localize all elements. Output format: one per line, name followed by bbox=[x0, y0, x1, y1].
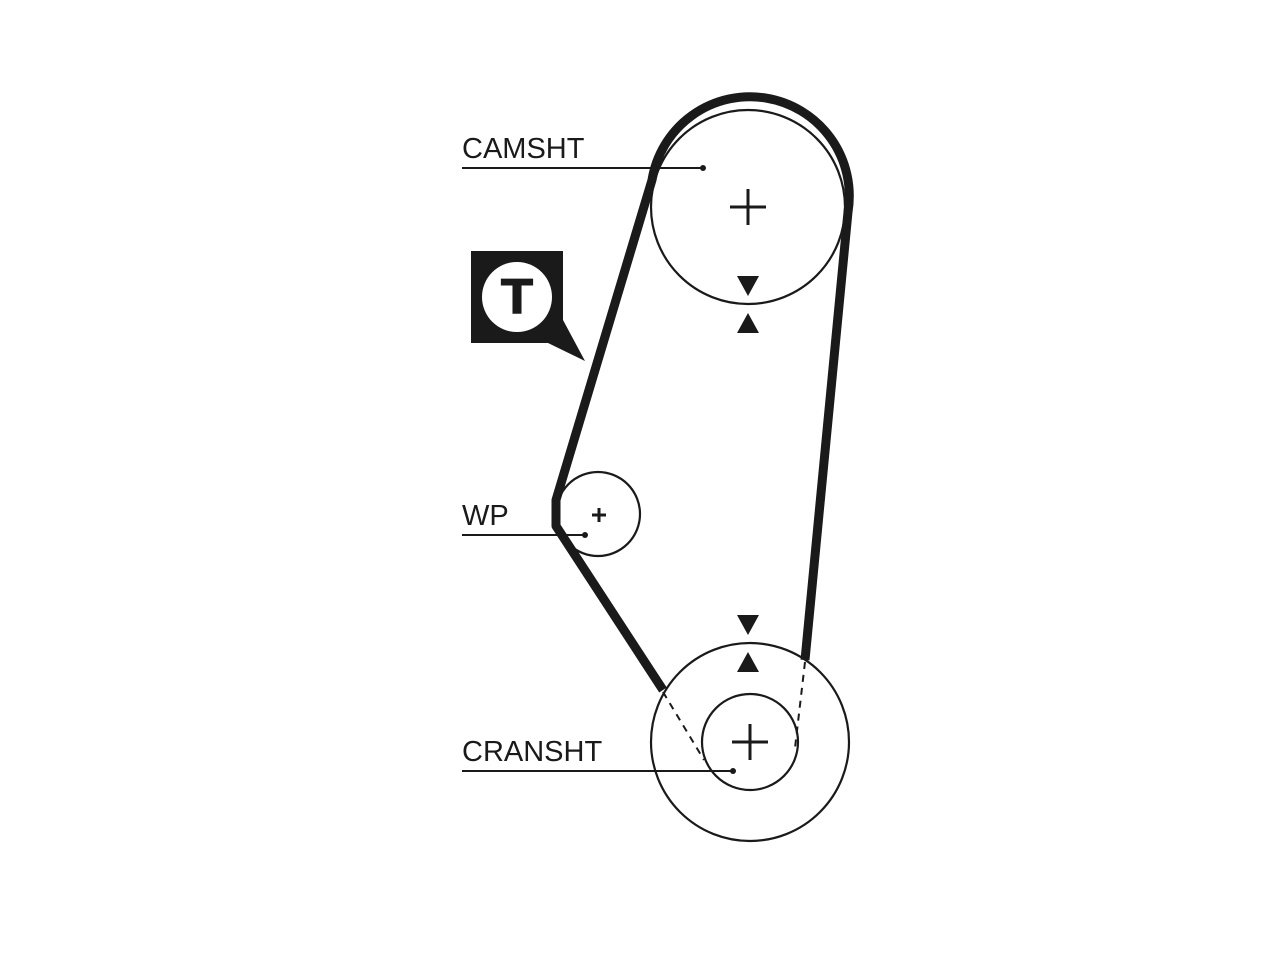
water-pump-callout: WP bbox=[462, 500, 588, 538]
crankshaft-label: CRANSHT bbox=[462, 736, 602, 768]
camshaft-timing-mark-icon bbox=[737, 276, 759, 333]
tensioner-symbol: T bbox=[501, 270, 534, 326]
water-pump-center-cross-icon bbox=[592, 508, 606, 522]
crankshaft-pulley bbox=[649, 641, 851, 843]
crankshaft-callout: CRANSHT bbox=[462, 736, 736, 774]
camshaft-center-cross-icon bbox=[730, 189, 766, 225]
water-pump-label: WP bbox=[462, 500, 509, 532]
timing-belt bbox=[551, 92, 854, 693]
belt-hidden-dashed-segments bbox=[662, 661, 806, 761]
crankshaft-timing-mark-icon bbox=[737, 615, 759, 672]
camshaft-pulley bbox=[649, 108, 847, 306]
camshaft-label: CAMSHT bbox=[462, 133, 585, 165]
camshaft-callout: CAMSHT bbox=[462, 133, 706, 171]
tensioner-badge: T bbox=[471, 251, 585, 361]
crankshaft-center-cross-icon bbox=[732, 724, 768, 760]
